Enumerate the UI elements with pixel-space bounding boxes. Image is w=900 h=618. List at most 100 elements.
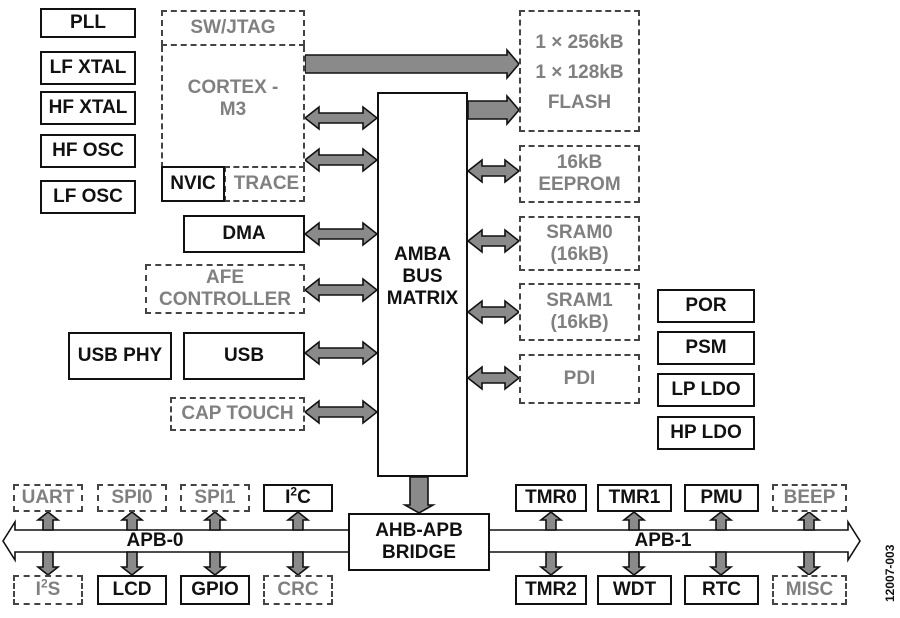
tmr1-label: TMR1 [608, 487, 661, 508]
i2s-block: I2S [13, 575, 83, 605]
bridge-line2: BRIDGE [382, 542, 456, 563]
lp-ldo-label: LP LDO [671, 379, 741, 400]
trace-label: TRACE [233, 173, 300, 194]
pll-label: PLL [70, 12, 106, 33]
apb-up-arrow-4 [538, 510, 564, 531]
uart-block: UART [13, 484, 83, 512]
tmr0-label: TMR0 [525, 487, 577, 508]
usb-phy-label: USB PHY [77, 345, 163, 366]
pmu-label: PMU [700, 487, 743, 508]
cap-touch-bus-arrow [303, 399, 379, 425]
crc-block: CRC [263, 575, 333, 605]
eeprom-line1: 16kB [556, 152, 603, 173]
apb-down-arrow-3 [285, 551, 311, 577]
usb-label: USB [223, 345, 265, 366]
apb-down-arrow-0 [35, 551, 61, 577]
apb-down-arrow-1 [119, 551, 145, 577]
lcd-block: LCD [97, 575, 167, 605]
tmr1-block: TMR1 [597, 484, 672, 512]
matrix-to-bridge-arrow [401, 476, 437, 514]
hp-ldo-block: HP LDO [657, 416, 755, 450]
hf-osc-block: HF OSC [40, 134, 136, 168]
figure-id: 12007-003 [883, 544, 897, 602]
por-block: POR [657, 289, 755, 323]
sw-jtag-block: SW/JTAG [161, 10, 305, 46]
beep-block: BEEP [772, 484, 847, 512]
sram1-line1: SRAM1 [546, 290, 613, 311]
bridge-line1: AHB-APB [375, 520, 463, 541]
crc-label: CRC [277, 579, 319, 600]
matrix-to-flash-arrow [467, 93, 521, 127]
sram1-bus-arrow [466, 299, 521, 325]
apb1-label: APB-1 [618, 529, 708, 553]
apb-up-arrow-2 [202, 510, 228, 531]
afe-bus-arrow [303, 277, 379, 303]
apb-down-arrow-7 [796, 551, 822, 577]
cap-touch-label: CAP TOUCH [181, 403, 294, 424]
apb-down-arrow-6 [708, 551, 734, 577]
lf-xtal-label: LF XTAL [49, 57, 127, 78]
dma-block: DMA [183, 215, 305, 253]
sram1-block: SRAM1(16kB) [519, 283, 640, 341]
cortex-label-line1: CORTEX - [187, 77, 279, 98]
flash-line3: FLASH [547, 92, 612, 113]
pdi-block: PDI [519, 354, 640, 404]
dma-label: DMA [222, 223, 266, 244]
sram0-block: SRAM0(16kB) [519, 216, 640, 271]
pdi-bus-arrow [466, 365, 521, 391]
i2c-label: I2C [285, 484, 311, 508]
apb-up-arrow-7 [796, 510, 822, 531]
afe-label-line2: CONTROLLER [159, 289, 291, 310]
rtc-label: RTC [701, 579, 742, 600]
apb-up-arrow-6 [708, 510, 734, 531]
gpio-block: GPIO [180, 575, 250, 605]
pdi-label: PDI [563, 368, 596, 389]
bus-matrix-line3: MATRIX [386, 288, 459, 309]
eeprom-bus-arrow [466, 158, 521, 184]
bus-matrix-line1: AMBA [393, 244, 451, 265]
por-label: POR [685, 295, 727, 316]
tmr0-block: TMR0 [515, 484, 587, 512]
spi1-label: SPI1 [194, 487, 236, 508]
psm-label: PSM [685, 337, 727, 358]
wdt-block: WDT [597, 575, 672, 605]
apb-down-arrow-5 [621, 551, 647, 577]
cap-touch-block: CAP TOUCH [170, 397, 305, 431]
sram0-line1: SRAM0 [546, 221, 613, 243]
misc-block: MISC [772, 575, 847, 605]
nvic-label: NVIC [170, 173, 216, 194]
apb-up-arrow-1 [119, 510, 145, 531]
uart-label: UART [21, 487, 75, 508]
pll-block: PLL [40, 8, 136, 38]
spi0-block: SPI0 [97, 484, 167, 512]
pmu-block: PMU [684, 484, 759, 512]
eeprom-line2: EEPROM [538, 174, 621, 195]
cortex-m3-block: CORTEX -M3 [161, 46, 305, 168]
lf-osc-label: LF OSC [53, 186, 123, 207]
nvic-block: NVIC [161, 166, 225, 202]
sram1-line2: (16kB) [550, 312, 609, 333]
misc-label: MISC [785, 579, 834, 600]
apb1-label-text: APB-1 [634, 530, 692, 551]
tmr2-block: TMR2 [515, 575, 587, 605]
hp-ldo-label: HP LDO [670, 422, 742, 443]
hf-xtal-block: HF XTAL [40, 91, 136, 125]
cortex-to-flash-arrow [304, 47, 521, 81]
cortex-bus-arrow-1 [303, 105, 379, 131]
afe-label-line1: AFE [206, 267, 244, 288]
tmr2-label: TMR2 [525, 579, 577, 600]
i2c-block: I2C [263, 484, 333, 512]
wdt-label: WDT [612, 579, 657, 600]
spi0-label: SPI0 [111, 487, 153, 508]
usb-bus-arrow [303, 340, 379, 366]
sram0-bus-arrow [466, 228, 521, 254]
sram0-line2: (16kB) [550, 243, 609, 265]
gpio-label: GPIO [191, 579, 239, 600]
flash-line1: 1 × 256kB [535, 32, 624, 53]
